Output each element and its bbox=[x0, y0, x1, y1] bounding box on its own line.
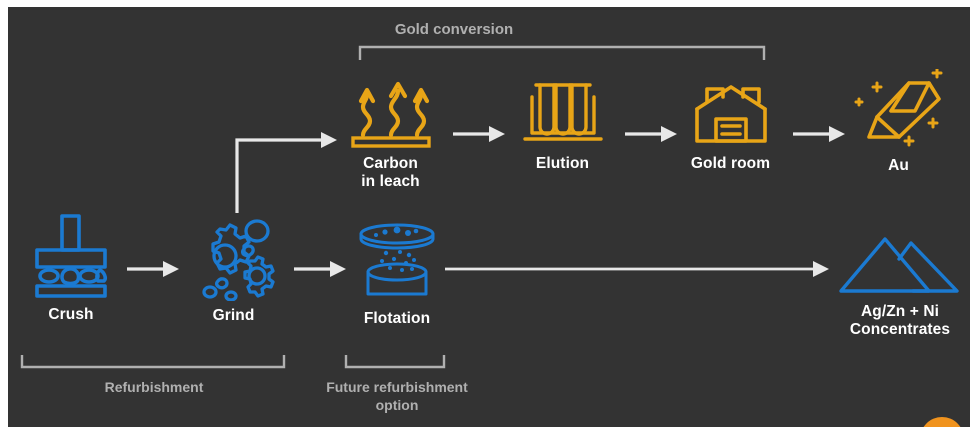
decorative-orb bbox=[920, 417, 964, 427]
node-label: Flotation bbox=[363, 310, 431, 327]
node-gold-room[interactable]: Gold room bbox=[668, 77, 793, 173]
arrow-elution-to-gold-room bbox=[625, 126, 677, 142]
gold-bar-icon bbox=[854, 69, 942, 147]
stockpile-icon bbox=[839, 237, 959, 293]
test-tube-rack-icon bbox=[522, 83, 603, 141]
refurbishment-bracket bbox=[20, 355, 286, 369]
bracket-label-text: Future refurbishment option bbox=[326, 379, 468, 413]
node-label: Carbon in leach bbox=[361, 155, 420, 190]
node-carbon-in-leach[interactable]: Carbon in leach bbox=[328, 77, 453, 191]
node-label: Au bbox=[888, 157, 909, 174]
node-label: Crush bbox=[48, 306, 94, 323]
node-crush[interactable]: Crush bbox=[16, 212, 126, 324]
bracket-label-refurbishment: Refurbishment bbox=[20, 379, 288, 397]
node-label: Ag/Zn + Ni Concentrates bbox=[849, 303, 951, 338]
heat-waves-icon bbox=[350, 81, 431, 148]
factory-building-icon bbox=[694, 85, 767, 143]
group-label-gold-conversion: Gold conversion bbox=[394, 21, 514, 38]
arrow-grind-to-flotation bbox=[294, 261, 346, 277]
arrow-gold-room-to-au bbox=[793, 126, 845, 142]
crusher-icon bbox=[35, 214, 107, 298]
node-au[interactable]: Au bbox=[836, 69, 961, 175]
node-label: Gold room bbox=[690, 155, 771, 172]
node-grind[interactable]: Grind bbox=[171, 215, 296, 325]
node-elution[interactable]: Elution bbox=[500, 77, 625, 173]
gears-icon bbox=[201, 219, 275, 301]
node-flotation[interactable]: Flotation bbox=[338, 222, 456, 328]
node-concentrates[interactable]: Ag/Zn + Ni Concentrates bbox=[832, 235, 968, 339]
bracket-label-text: Refurbishment bbox=[104, 379, 204, 395]
gold-conversion-bracket bbox=[358, 45, 766, 60]
bracket-label-future-refurbishment: Future refurbishment option bbox=[302, 379, 492, 415]
node-label: Elution bbox=[535, 155, 590, 172]
arrow-crush-to-grind bbox=[127, 261, 179, 277]
arrow-flotation-to-concentrates bbox=[445, 261, 829, 277]
diagram-board: Gold conversion Carbon in leach bbox=[8, 7, 970, 427]
arrow-carbon-to-elution bbox=[453, 126, 505, 142]
flotation-cell-icon bbox=[359, 223, 435, 296]
arrow-grind-to-carbon-in-leach bbox=[235, 132, 337, 213]
future-refurbishment-bracket bbox=[344, 355, 446, 369]
node-label: Grind bbox=[212, 307, 255, 324]
